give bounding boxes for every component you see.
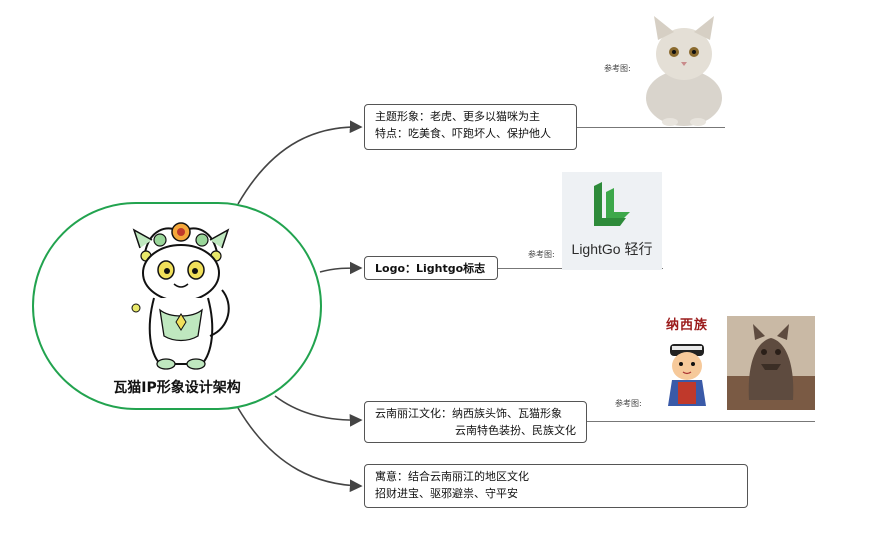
branch-1-line-1: 主题形象：老虎、更多以猫咪为主 <box>375 110 540 123</box>
branch-3-line-1: 云南丽江文化：纳西族头饰、瓦猫形象 <box>375 407 562 420</box>
logo-text: LightGo 轻行 <box>571 241 653 257</box>
cat-mascot-icon <box>131 222 230 370</box>
central-node[interactable]: 瓦猫IP形象设计架构 <box>32 202 322 410</box>
reference-line-1 <box>577 127 725 128</box>
connector-branch-3 <box>274 395 363 427</box>
reference-label-2: 参考图: <box>528 250 555 259</box>
branch-node-logo[interactable]: Logo：Lightgo标志 <box>364 256 498 280</box>
branch-node-theme[interactable]: 主题形象：老虎、更多以猫咪为主 特点：吃美食、吓跑坏人、保护他人 <box>364 104 577 150</box>
lightgo-logo-icon[interactable]: LightGo 轻行 <box>562 172 662 270</box>
connector-branch-2 <box>319 261 363 275</box>
reference-label-3: 参考图: <box>615 399 642 408</box>
branch-3-line-2: 云南特色装扮、民族文化 <box>455 424 576 437</box>
reference-label-1: 参考图: <box>604 64 631 73</box>
cat-photo-icon[interactable] <box>640 10 728 128</box>
branch-2-line-1: Logo：Lightgo标志 <box>375 262 486 275</box>
naxi-child-icon[interactable]: 纳西族 <box>652 310 722 412</box>
wamao-statue-icon[interactable] <box>727 316 815 410</box>
lightgo-logo-mark <box>594 182 630 226</box>
naxi-child-figure <box>668 344 706 406</box>
branch-1-line-2: 特点：吃美食、吓跑坏人、保护他人 <box>375 127 551 140</box>
branch-4-line-2: 招财进宝、驱邪避祟、守平安 <box>375 487 518 500</box>
branch-4-line-1: 寓意：结合云南丽江的地区文化 <box>375 470 529 483</box>
naxi-title: 纳西族 <box>665 318 708 333</box>
branch-node-meaning[interactable]: 寓意：结合云南丽江的地区文化 招财进宝、驱邪避祟、守平安 <box>364 464 748 508</box>
reference-line-3 <box>587 421 815 422</box>
connector-branch-1 <box>237 120 363 205</box>
central-title: 瓦猫IP形象设计架构 <box>113 380 241 396</box>
connector-branch-4 <box>237 407 363 493</box>
branch-node-culture[interactable]: 云南丽江文化：纳西族头饰、瓦猫形象 云南特色装扮、民族文化 <box>364 401 587 443</box>
